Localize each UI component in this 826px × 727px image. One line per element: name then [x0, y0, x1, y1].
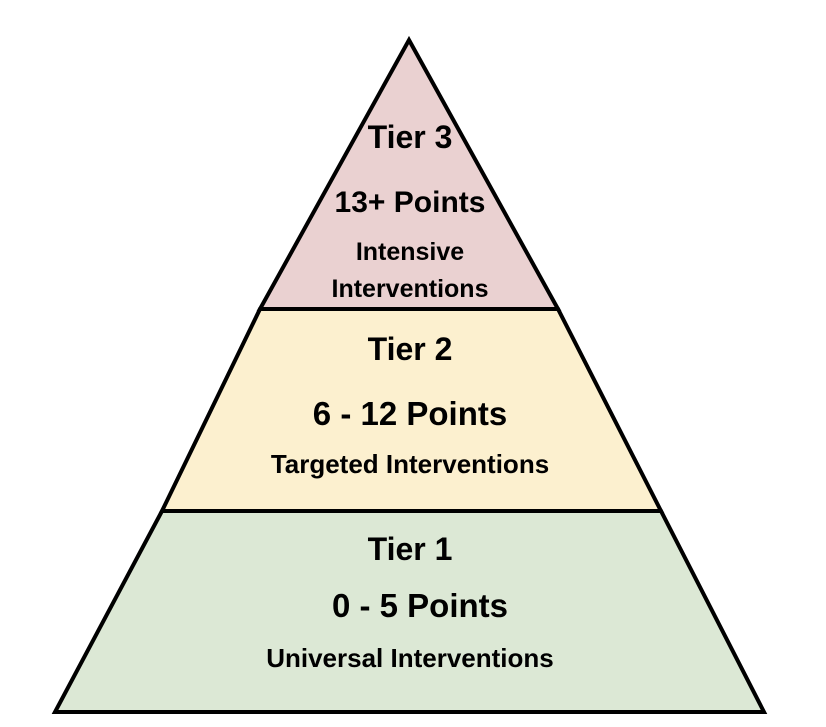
tier-3-description-line-2: Interventions [331, 275, 489, 303]
tier-3-section [256, 35, 562, 311]
tier-1-description: Universal Interventions [266, 643, 554, 673]
tier-2-title: Tier 2 [367, 331, 453, 367]
tier-3-description-line-1: Intensive [355, 238, 465, 266]
tier-3-points: 13+ Points [334, 186, 486, 219]
tier-1-title: Tier 1 [367, 531, 453, 567]
tier-3-title: Tier 3 [367, 119, 453, 155]
tier-2-points: 6 - 12 Points [312, 395, 508, 432]
tier-2-description: Targeted Interventions [270, 449, 550, 479]
tier-1-points: 0 - 5 Points [331, 587, 509, 624]
